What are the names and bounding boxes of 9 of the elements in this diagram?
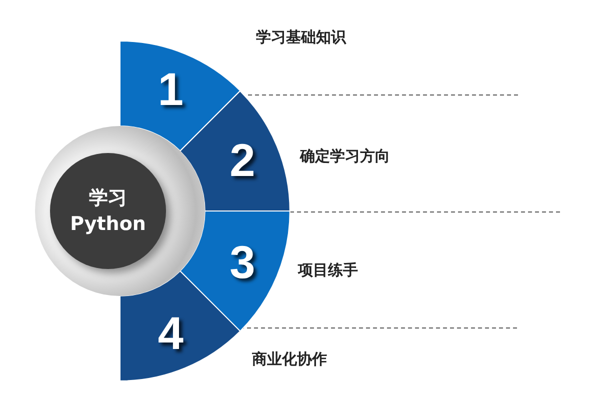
step-label: 学习基础知识	[256, 28, 346, 47]
step-number: 1	[158, 62, 184, 116]
step-number: 2	[230, 133, 256, 188]
step-number: 3	[230, 234, 256, 289]
step-number: 4	[158, 306, 184, 360]
center-label: 学习 Python	[70, 186, 146, 237]
step-label: 项目练手	[298, 261, 358, 280]
step-label: 确定学习方向	[300, 147, 390, 166]
step-label: 商业化协作	[252, 350, 327, 369]
